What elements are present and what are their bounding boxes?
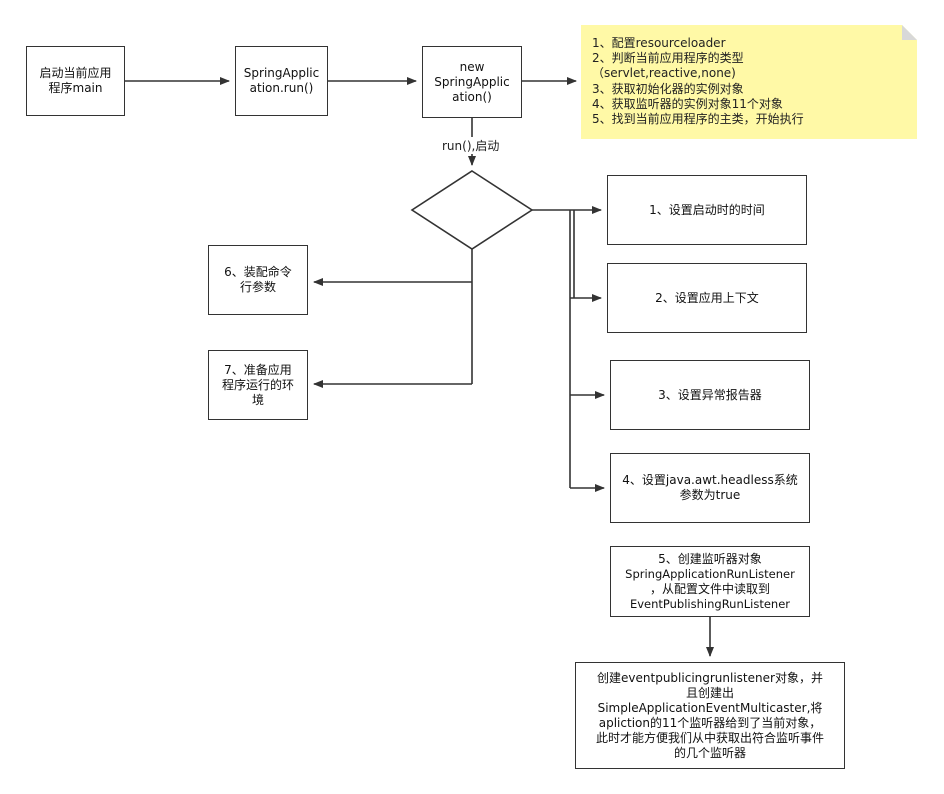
node-step3: 3、设置异常报告器: [610, 360, 810, 430]
node-final-line-4: apliction的11个监听器给到了当前对象，: [598, 715, 822, 730]
node-run-label: SpringApplication.run(): [243, 66, 320, 95]
node-run: SpringApplication.run(): [235, 46, 328, 116]
note-fold: [902, 25, 917, 40]
note-line-3: （servlet,reactive,none): [592, 66, 736, 81]
note-line-2: 2、判断当前应用程序的类型: [592, 51, 744, 66]
node-final-line-6: 的几个监听器: [673, 745, 746, 760]
note-shape: [581, 25, 917, 139]
node-step5-line-3: ，从配置文件中读取到: [649, 581, 770, 596]
node-start: 启动当前应用程序main: [26, 46, 125, 116]
node-step6-label: 6、装配命令行参数: [224, 265, 292, 294]
node-final: 创建eventpublicingrunlistener对象，并 且创建出 Sim…: [575, 662, 845, 769]
node-final-line-3: SimpleApplicationEventMulticaster,将: [597, 700, 823, 715]
node-step7-label: 7、准备应用程序运行的环境: [221, 362, 294, 407]
node-step2: 2、设置应用上下文: [607, 263, 807, 333]
node-step5-line-4: EventPublishingRunListener: [629, 596, 791, 611]
node-final-line-1: 创建eventpublicingrunlistener对象，并: [597, 670, 823, 685]
note-line-4: 3、获取初始化器的实例对象: [592, 81, 744, 96]
edge-label-run: run(),启动: [441, 137, 501, 154]
node-start-label: 启动当前应用程序main: [39, 66, 112, 95]
node-step1-label: 1、设置启动时的时间: [649, 202, 765, 217]
node-step4: 4、设置java.awt.headless系统 参数为true: [610, 453, 810, 523]
node-new-line-2: SpringApplication(): [434, 74, 510, 104]
node-final-line-5: 此时才能方便我们从中获取出符合监听事件: [595, 730, 824, 745]
note-line-1: 1、配置resourceloader: [592, 36, 726, 50]
note-line-6: 5、找到当前应用程序的主类，开始执行: [592, 112, 804, 127]
node-new-application: new SpringApplication(): [422, 46, 522, 118]
decision-diamond: [410, 170, 534, 250]
node-step5-line-1: 5、创建监听器对象: [658, 551, 762, 566]
node-step3-label: 3、设置异常报告器: [658, 387, 762, 402]
node-step4-line-2: 参数为true: [679, 488, 741, 502]
node-step7: 7、准备应用程序运行的环境: [208, 350, 308, 420]
node-step5-line-2: SpringApplicationRunListener: [625, 566, 795, 581]
node-final-line-2: 且创建出: [685, 685, 734, 700]
node-step6: 6、装配命令行参数: [208, 245, 308, 315]
node-step2-label: 2、设置应用上下文: [655, 290, 759, 305]
note-line-5: 4、获取监听器的实例对象11个对象: [592, 96, 783, 111]
note-steps: 1、配置resourceloader 2、判断当前应用程序的类型 （servle…: [581, 25, 917, 139]
node-step5: 5、创建监听器对象 SpringApplicationRunListener ，…: [610, 546, 810, 617]
node-new-line-1: new: [459, 59, 485, 74]
node-step4-line-1: 4、设置java.awt.headless系统: [622, 473, 798, 487]
node-step1: 1、设置启动时的时间: [607, 175, 807, 245]
